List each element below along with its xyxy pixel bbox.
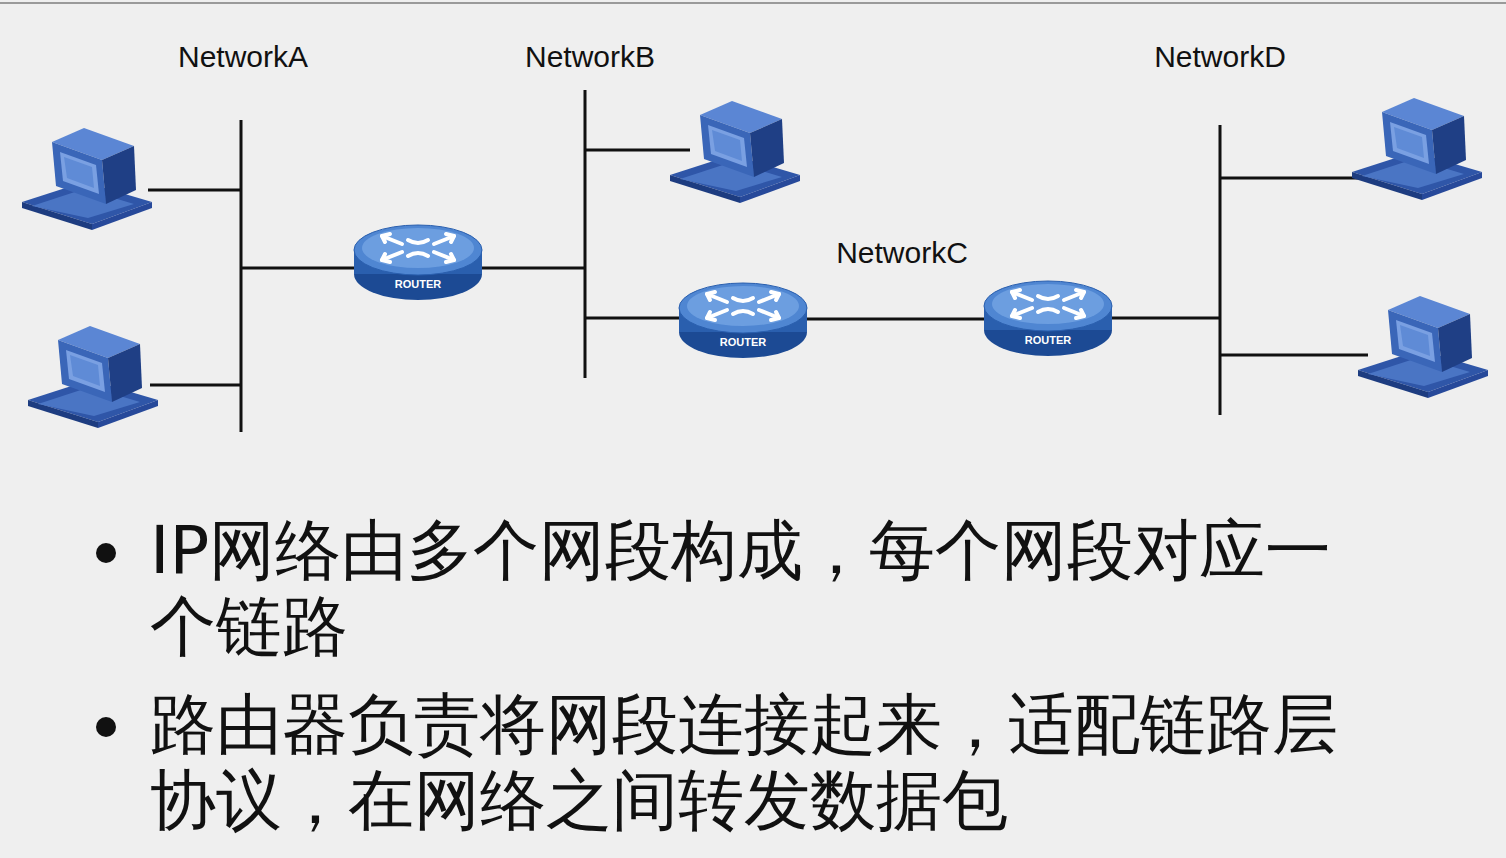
router-label: ROUTER bbox=[352, 278, 484, 290]
router-label: ROUTER bbox=[982, 334, 1114, 346]
network-name: NetworkD bbox=[1154, 40, 1286, 74]
router-symbol bbox=[982, 278, 1114, 358]
bullet-text: IP网络由多个网段构成，每个网段对应一个链路 bbox=[150, 513, 1390, 665]
router: ROUTER bbox=[982, 278, 1114, 358]
network-name: NetworkC bbox=[836, 236, 968, 270]
network-link bbox=[805, 319, 986, 320]
router: ROUTER bbox=[352, 222, 484, 302]
router-symbol bbox=[352, 222, 484, 302]
router-symbol bbox=[677, 280, 809, 360]
network-name: NetworkA bbox=[178, 40, 308, 74]
bullet-text: 路由器负责将网段连接起来，适配链路层协议，在网络之间转发数据包 bbox=[150, 687, 1390, 839]
router-label: ROUTER bbox=[677, 336, 809, 348]
router: ROUTER bbox=[677, 280, 809, 360]
network-name: NetworkB bbox=[525, 40, 655, 74]
